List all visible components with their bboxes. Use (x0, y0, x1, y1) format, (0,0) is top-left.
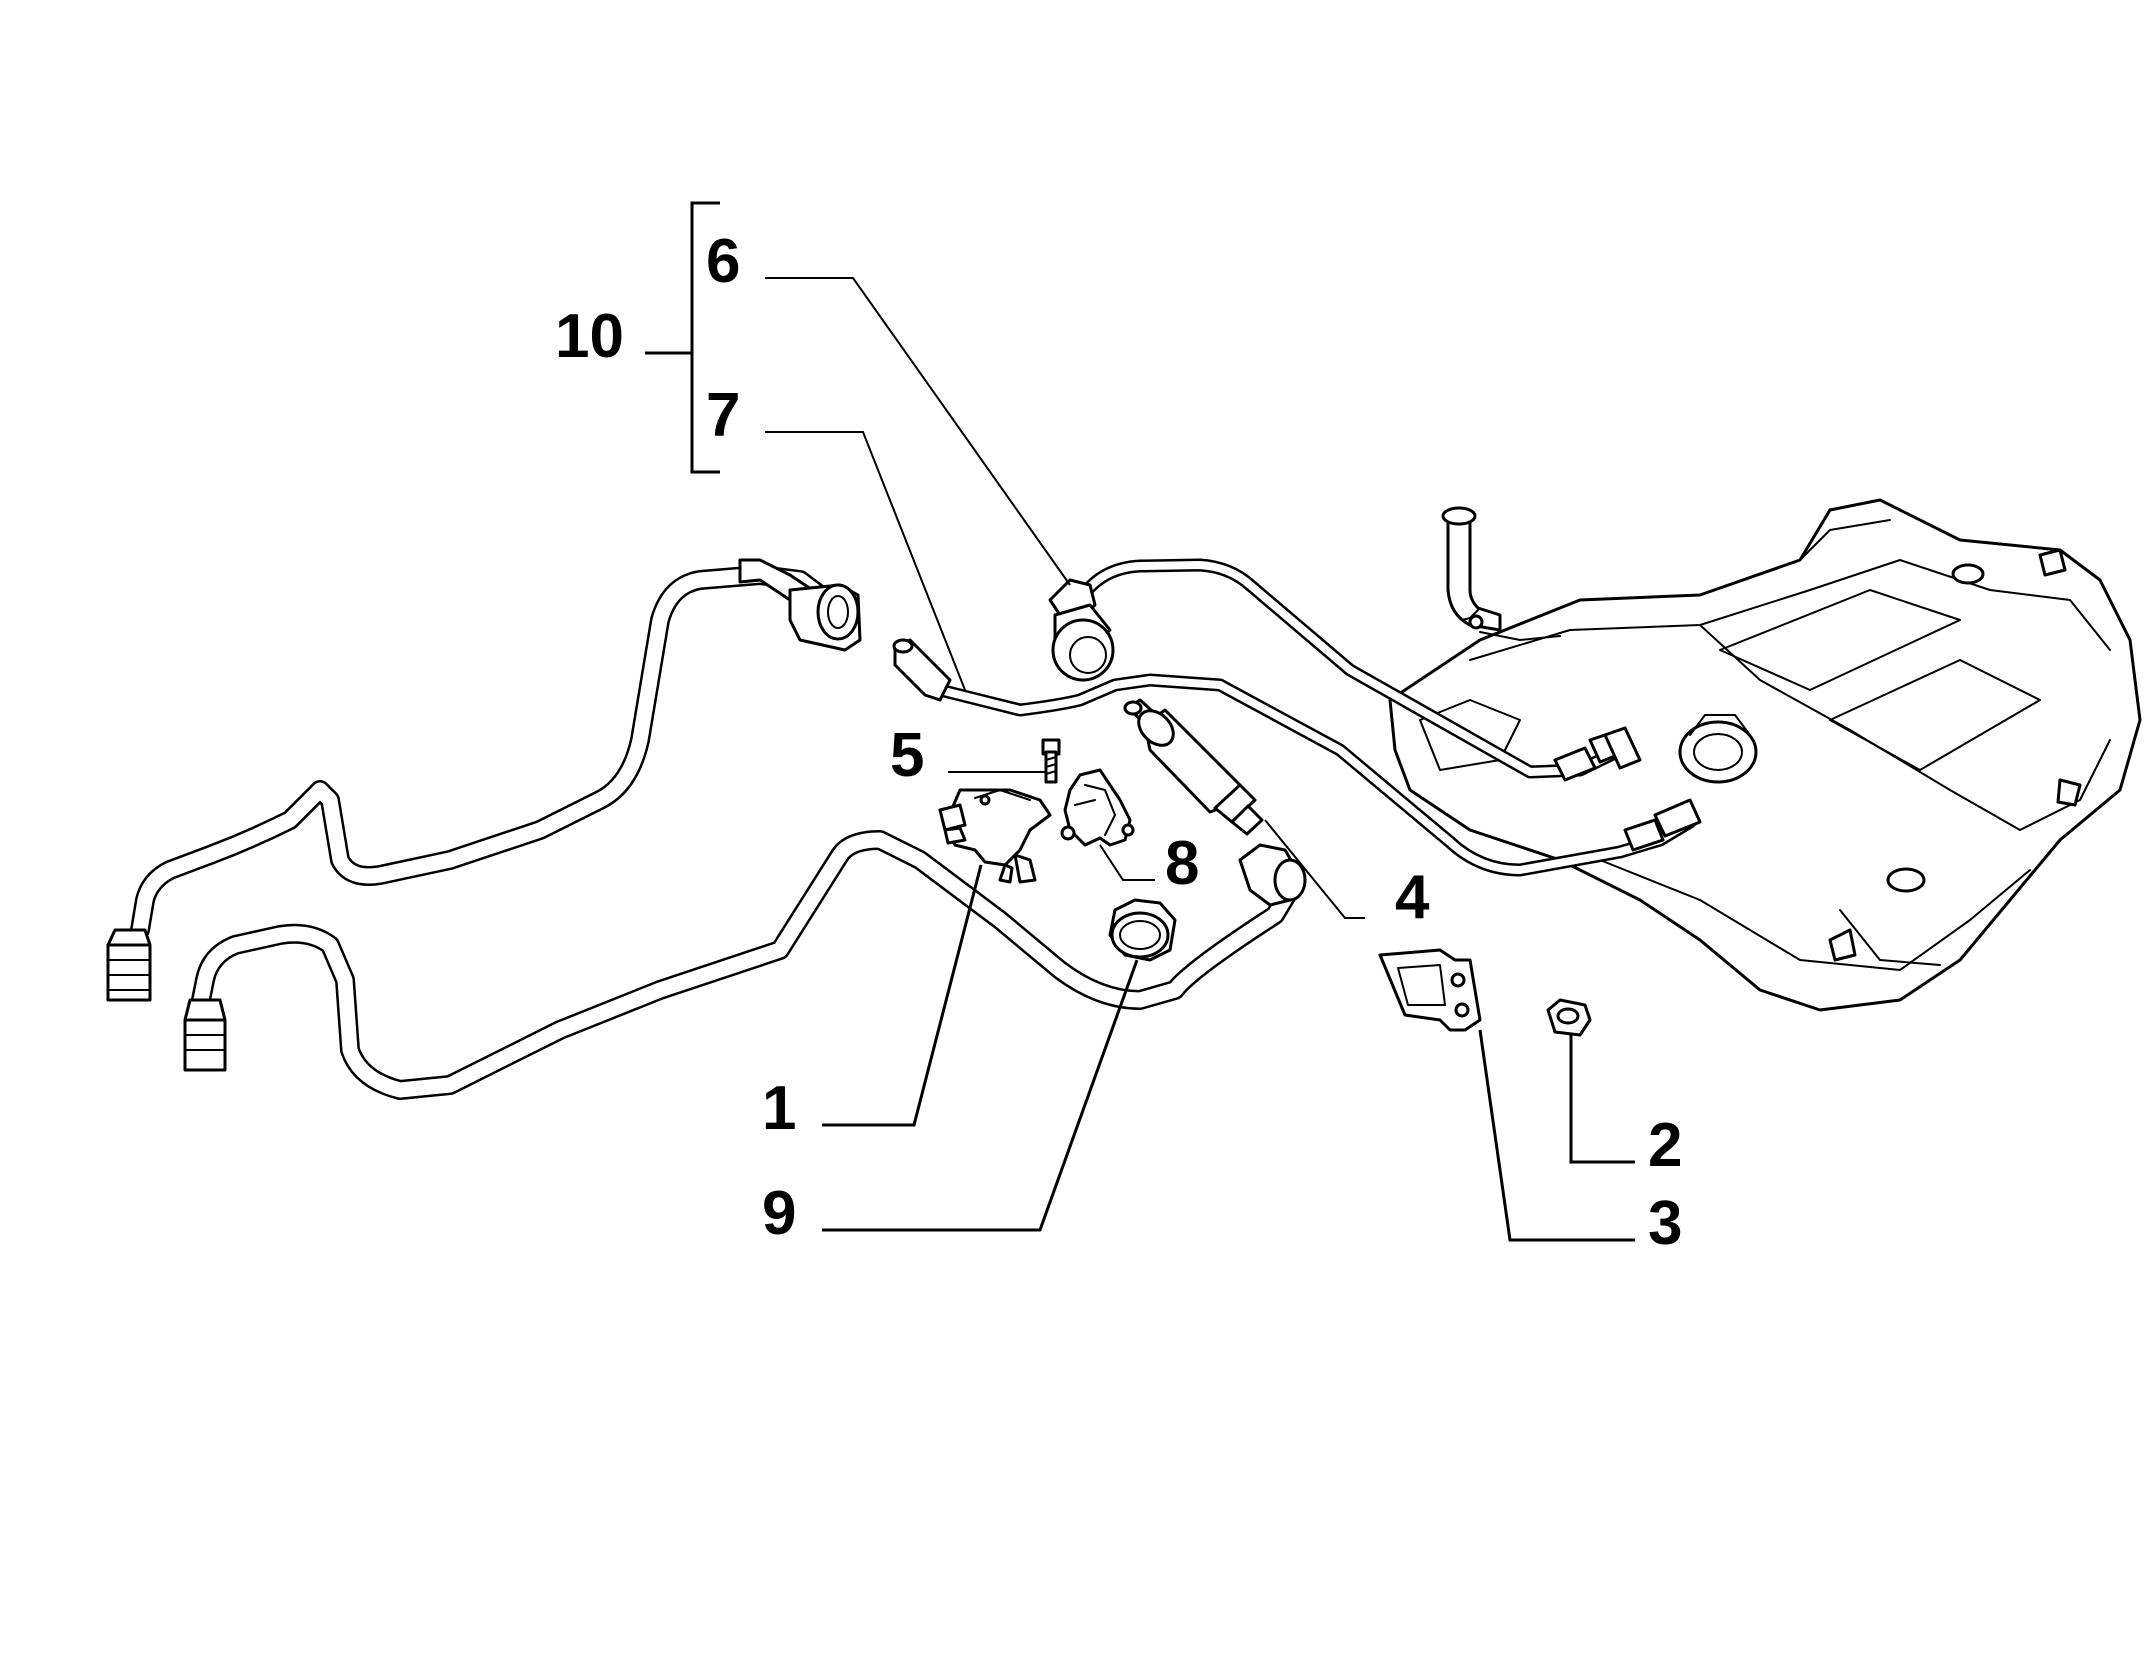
callout-6: 6 (706, 227, 740, 296)
part-8-clip (1060, 768, 1135, 847)
callout-8: 8 (1165, 829, 1199, 898)
callout-9: 9 (762, 1179, 796, 1248)
quick-connector-left-lower (183, 998, 227, 1072)
part-9-grommet (1108, 898, 1177, 962)
quick-connector-left-upper (106, 928, 152, 1002)
callout-3: 3 (1648, 1189, 1682, 1258)
fuel-hose-7 (933, 673, 1702, 877)
part-4-fuel-filter (1123, 698, 1264, 836)
part-5-screw (1041, 738, 1061, 784)
part-2-nut (1546, 998, 1592, 1037)
callout-10: 10 (555, 302, 624, 371)
part-3-bracket (1378, 948, 1482, 1032)
callout-2: 2 (1648, 1111, 1682, 1180)
hose-7-pipe-end (892, 638, 952, 702)
fuel-tank (1388, 498, 2142, 1012)
callout-4: 4 (1395, 863, 1430, 932)
fuel-hose-6 (1073, 558, 1642, 782)
callout-5: 5 (890, 721, 924, 790)
leader-lines (645, 201, 1635, 1242)
hose-elbow-fitting (1048, 578, 1115, 682)
callout-1: 1 (762, 1074, 796, 1143)
fuel-line-left-upper (130, 565, 830, 940)
part-1-valve (938, 788, 1052, 884)
callout-7: 7 (706, 381, 740, 450)
fuel-line-left-lower (190, 830, 1300, 1100)
rubber-grommet-upper (1238, 843, 1307, 907)
hose-end-fitting-upper (738, 558, 862, 652)
callout-labels: 6 10 7 5 8 4 1 2 9 3 (555, 227, 1682, 1258)
